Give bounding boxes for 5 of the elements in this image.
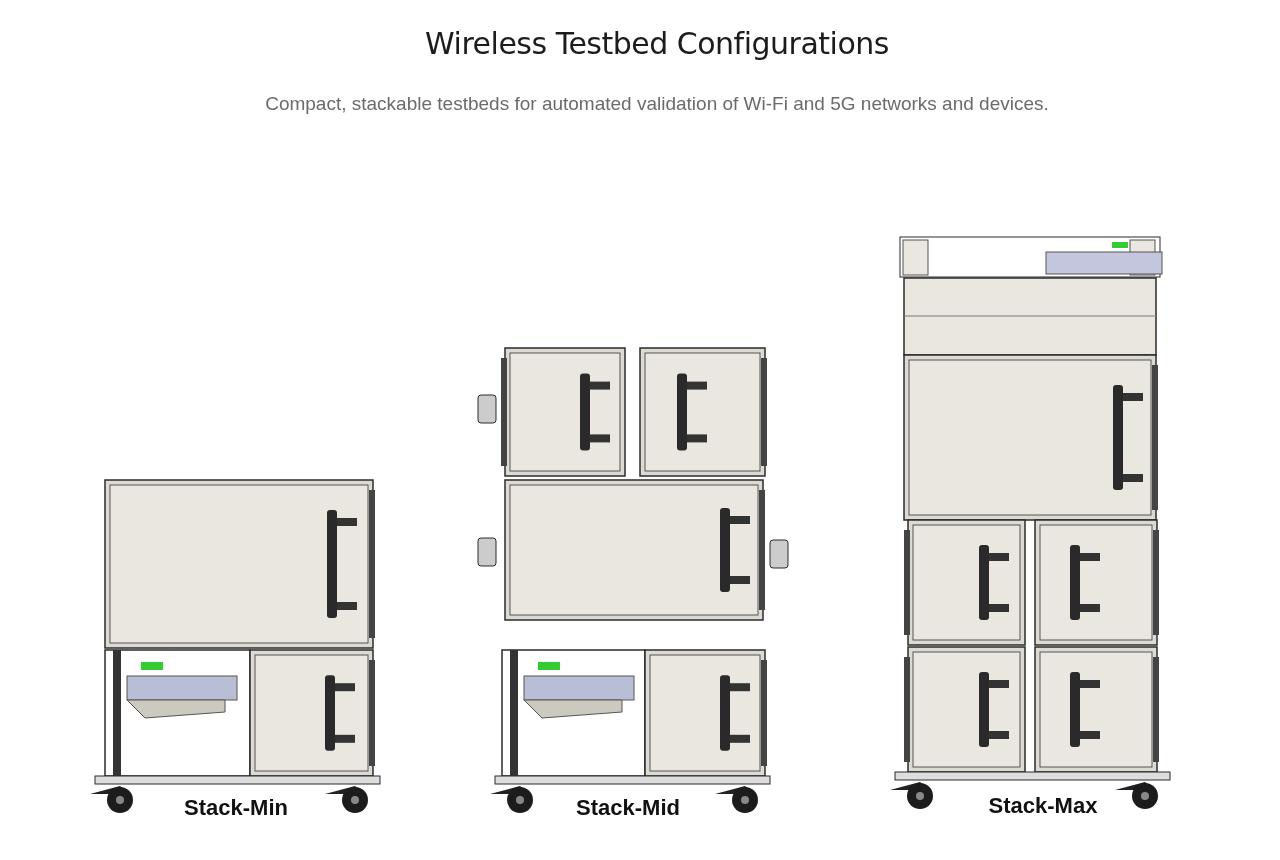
configuration-label: Stack-Max (988, 793, 1098, 819)
subtitle: Compact, stackable testbeds for automated validation of Wi-Fi and 5G networks and devices. (264, 92, 1050, 116)
configuration-label: Stack-Min (184, 795, 288, 821)
page-title: Wireless Testbed Configurations (424, 26, 890, 61)
configuration-label: Stack-Mid (576, 795, 680, 821)
